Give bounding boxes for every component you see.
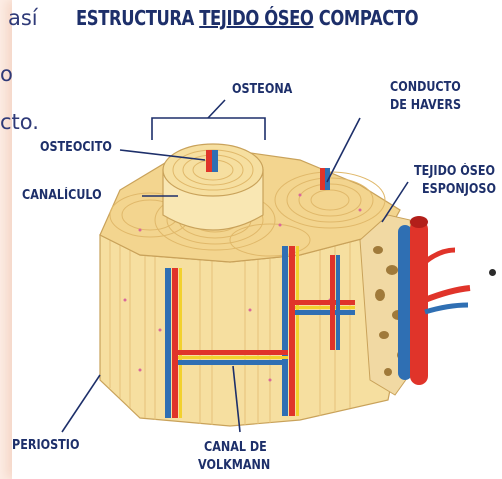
- diagram-title: ESTRUCTURA TEJIDO ÓSEO COMPACTO: [76, 6, 419, 30]
- title-underlined: TEJIDO ÓSEO: [199, 6, 314, 30]
- side-note-word2: o: [0, 62, 13, 86]
- leader-lines: [61, 99, 409, 433]
- label-conducto-line2: DE HAVERS: [390, 98, 462, 113]
- large-vein: [398, 225, 412, 380]
- title-prefix: ESTRUCTURA: [76, 6, 200, 30]
- spongy-pores: [373, 246, 407, 376]
- osteon-artery: [206, 150, 212, 172]
- label-periostio: PERIOSTIO: [12, 438, 80, 453]
- side-note-word1: así: [8, 6, 38, 30]
- bullet-dot: [489, 269, 496, 276]
- label-esponjoso-line2: ESPONJOSO: [422, 182, 496, 197]
- havers-vein: [325, 168, 330, 190]
- osteocyte-dots: [123, 193, 362, 382]
- front-vessels: [165, 246, 355, 418]
- label-volkmann-line1: CANAL DE: [204, 440, 267, 455]
- label-osteona: OSTEONA: [232, 82, 293, 97]
- large-artery: [410, 220, 428, 385]
- title-suffix: COMPACTO: [313, 6, 419, 30]
- osteon-vein: [212, 150, 218, 172]
- label-canaliculo: CANALÍCULO: [22, 188, 102, 203]
- label-volkmann-line2: VOLKMANN: [198, 458, 271, 473]
- side-note-word3: cto.: [0, 110, 39, 134]
- label-conducto-line1: CONDUCTO: [390, 80, 461, 95]
- label-osteocito: OSTEOCITO: [40, 140, 112, 155]
- label-esponjoso-line1: TEJIDO ÓSEO: [414, 164, 495, 179]
- havers-artery: [320, 168, 325, 190]
